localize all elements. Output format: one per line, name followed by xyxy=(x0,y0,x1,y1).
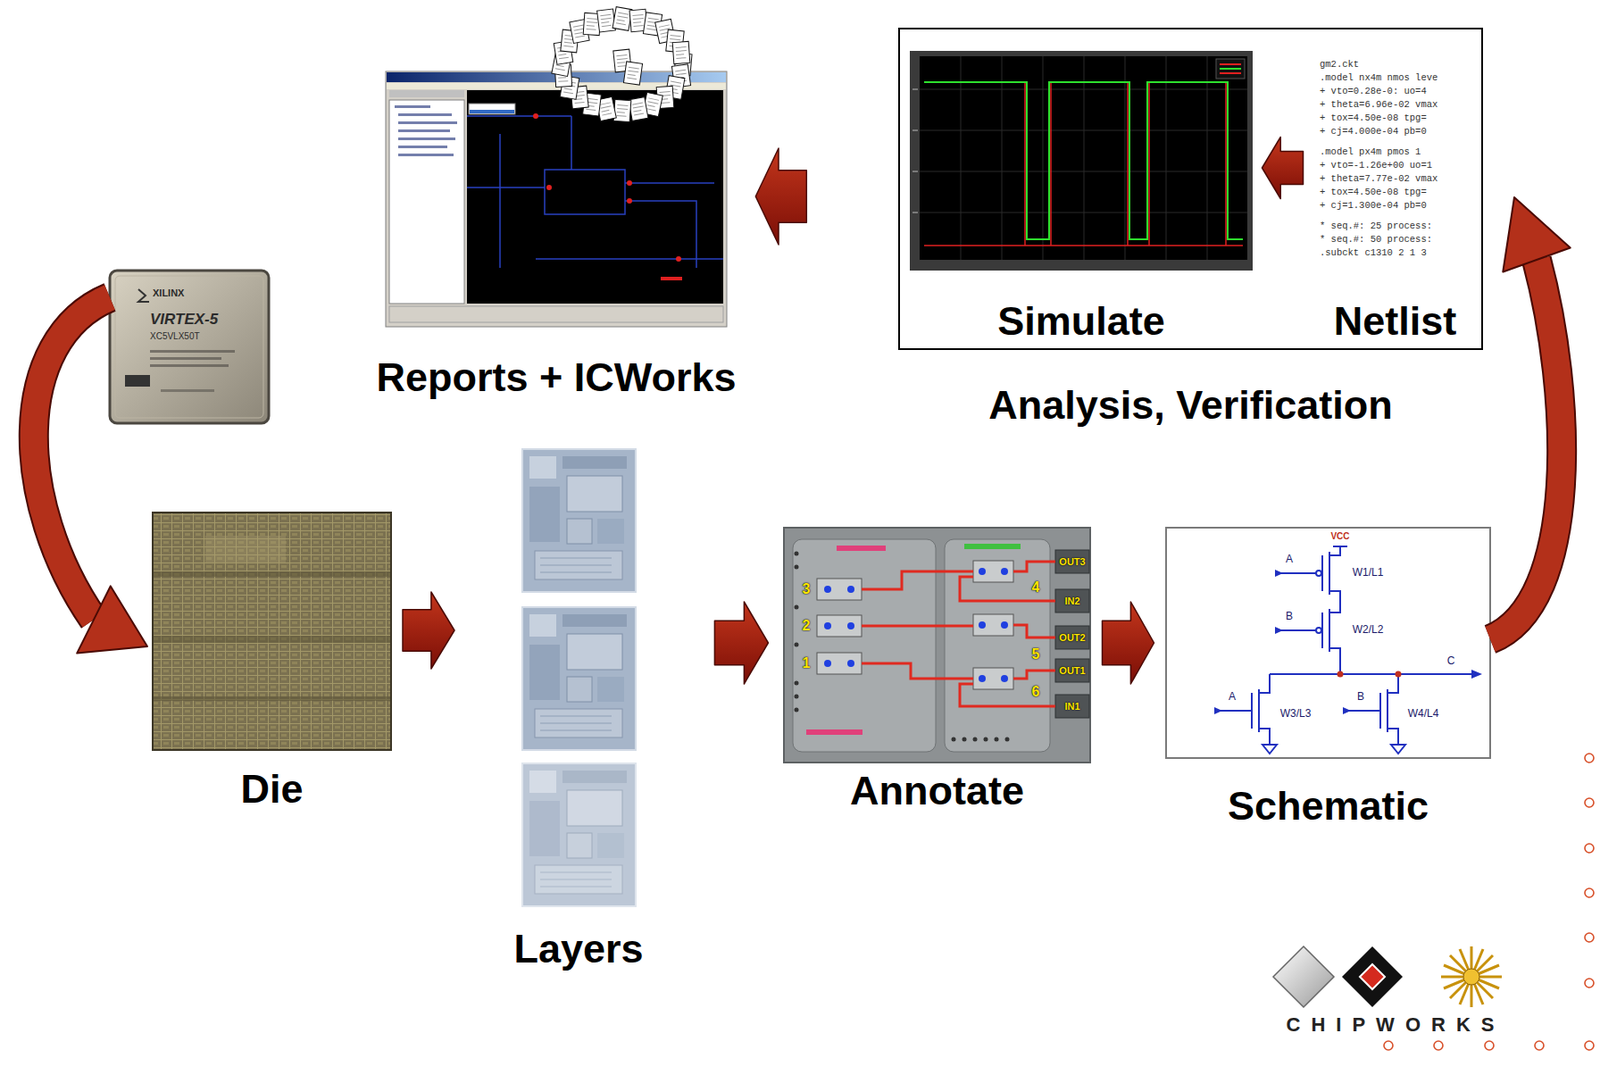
step-caption: Netlist xyxy=(1333,300,1458,343)
callout-number: 6 xyxy=(1032,683,1041,700)
callout-number: 2 xyxy=(802,617,811,634)
layer-images: Layers xyxy=(498,449,659,975)
block-arrow xyxy=(402,591,455,669)
transistor-size: W4/L4 xyxy=(1408,708,1440,721)
transistor-size: W1/L1 xyxy=(1352,566,1384,580)
netlist-line: + tox=4.50e-08 tpg= xyxy=(1319,186,1427,198)
step-caption: Annotate xyxy=(850,769,1025,813)
callout-number: 4 xyxy=(1032,579,1041,596)
simulation-plot: Simulate xyxy=(909,50,1253,346)
pin-name: OUT2 xyxy=(1058,632,1085,644)
chip-package: XILINX VIRTEX-5XC5VLX50T xyxy=(109,270,269,424)
supply-name: VCC xyxy=(1330,531,1350,542)
chip-marking: VIRTEX-5 xyxy=(150,310,218,329)
arrow-body xyxy=(1490,259,1562,640)
arrow-body xyxy=(33,297,110,620)
signal-name: A xyxy=(1285,553,1293,567)
step-caption: Simulate xyxy=(997,300,1166,343)
netlist-line: + theta=7.77e-02 vmax xyxy=(1319,173,1438,184)
netlist-line: .model px4m pmos 1 xyxy=(1319,146,1421,158)
step-caption: Layers xyxy=(513,927,643,971)
callout-number: 3 xyxy=(802,581,811,598)
flow-arrow xyxy=(714,601,768,684)
simulation-waveform xyxy=(909,50,1253,271)
flow-arrow xyxy=(755,148,807,245)
pin-name: IN1 xyxy=(1064,700,1080,713)
transistor-size: W2/L2 xyxy=(1352,624,1384,637)
block-arrow xyxy=(1262,137,1304,200)
netlist-line: * seq.#: 25 process: xyxy=(1319,220,1433,232)
die-photo-image xyxy=(152,512,392,750)
chip-marking: XC5VLX50T xyxy=(150,331,200,342)
chip-marking: XILINX xyxy=(152,287,184,300)
signal-name: A xyxy=(1228,691,1236,704)
netlist-line: + vto=-1.26e+00 uo=1 xyxy=(1319,159,1433,171)
netlist-line: gm2.ckt xyxy=(1319,58,1359,70)
company-logo xyxy=(1273,946,1502,1008)
netlist-line: * seq.#: 50 process: xyxy=(1319,233,1433,245)
reports-screenshot: Reports + ICWorks xyxy=(361,8,751,401)
layer-images xyxy=(522,449,636,907)
netlist-line: + vto=0.28e-0: uo=4 xyxy=(1319,85,1427,97)
pin-name: OUT3 xyxy=(1058,556,1085,568)
tool-screenshot xyxy=(385,71,727,327)
signal-name: B xyxy=(1285,610,1293,624)
step-caption: Analysis, Verification xyxy=(988,383,1393,427)
annotated-layout-image xyxy=(783,527,1091,763)
chip-photo xyxy=(109,270,269,424)
callout-number: 5 xyxy=(1032,646,1041,663)
transistor-schematic xyxy=(1166,527,1491,759)
netlist-line: .subckt c1310 2 1 3 xyxy=(1319,247,1427,259)
transistor-size: W3/L3 xyxy=(1280,708,1312,721)
netlist-line: + tox=4.50e-08 tpg= xyxy=(1319,112,1427,124)
callout-number: 1 xyxy=(802,655,811,672)
annotated-layout: Annotate xyxy=(783,527,1091,813)
pin-name: OUT1 xyxy=(1058,665,1085,677)
signal-name: B xyxy=(1357,691,1365,704)
netlist-line: + theta=6.96e-02 vmax xyxy=(1319,99,1438,110)
netlist-line: + cj=4.000e-04 pb=0 xyxy=(1319,125,1427,137)
die-photo: Die xyxy=(152,512,392,815)
step-caption: Die xyxy=(240,767,303,811)
signal-name: C xyxy=(1447,655,1456,668)
arrow-head xyxy=(76,585,148,653)
report-pile xyxy=(551,7,692,123)
arrow-head xyxy=(1502,197,1570,273)
schematic-panel: Schematic xyxy=(1166,527,1491,828)
step-caption: Schematic xyxy=(1227,784,1429,828)
flow-arrow xyxy=(1262,137,1304,200)
flow-arrow xyxy=(1102,601,1155,684)
block-arrow xyxy=(755,148,807,245)
arrow-outline xyxy=(33,297,110,620)
block-arrow xyxy=(1102,601,1155,684)
netlist-line: .model nx4m nmos leve xyxy=(1319,72,1438,84)
flow-arrow xyxy=(402,591,455,669)
flow-arrow xyxy=(1490,197,1571,640)
pin-name: IN2 xyxy=(1064,595,1080,608)
netlist-line: + cj=1.300e-04 pb=0 xyxy=(1319,200,1427,211)
block-arrow xyxy=(714,601,768,684)
flow-arrow xyxy=(33,297,148,654)
arrow-outline xyxy=(1490,259,1562,640)
step-caption: Reports + ICWorks xyxy=(375,356,736,400)
logo-text: CHIPWORKS xyxy=(1275,1013,1506,1036)
